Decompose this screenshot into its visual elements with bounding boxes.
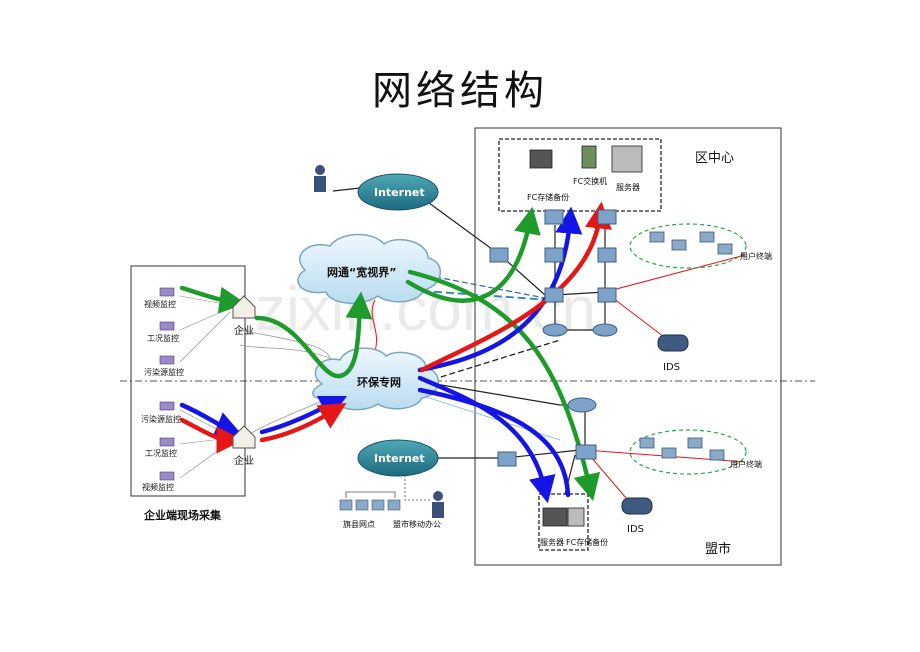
- label-league-server: 服务器: [540, 537, 564, 547]
- label-fc-storage: FC存储备份: [527, 192, 569, 202]
- label-user-terminal-bottom: 用户终端: [730, 459, 762, 469]
- label-ids-top: IDS: [663, 362, 680, 373]
- label-wide-net: 网通“宽视界”: [327, 265, 396, 279]
- cloud-wide-net: [297, 233, 441, 304]
- switch-icons: [489, 209, 618, 467]
- label-enterprise-2: 企业: [234, 454, 254, 467]
- county-pc-icons: [339, 499, 401, 511]
- label-env-net: 环保专网: [357, 375, 401, 389]
- label-district-server: 服务器: [616, 182, 640, 192]
- label-user-terminal-top: 用户终端: [740, 251, 772, 261]
- cloud-internet-bottom: [357, 439, 439, 477]
- pc-icons: [639, 231, 733, 461]
- person-icons: [314, 165, 444, 518]
- enterprise-box: [130, 265, 246, 497]
- server-icons: [529, 145, 643, 527]
- label-monitor-top-1: 视频监控: [144, 299, 176, 309]
- label-mobile-office: 盟市移动办公: [393, 519, 441, 529]
- page-title: 网络结构: [372, 68, 548, 114]
- label-internet-top: Internet: [374, 186, 425, 199]
- label-monitor-top-2: 工况监控: [147, 333, 179, 343]
- sensor-links: [179, 295, 231, 479]
- label-monitor-top-3: 污染源监控: [144, 367, 184, 377]
- region-box: [474, 127, 782, 566]
- label-enterprise-site: 企业端现场采集: [143, 508, 222, 522]
- user-terminal-group-top: [629, 223, 747, 269]
- cloud-internet-top: [357, 173, 439, 211]
- label-monitor-bottom-1: 污染源监控: [141, 414, 181, 424]
- label-enterprise-1: 企业: [234, 324, 254, 337]
- sensor-icons: [159, 287, 175, 481]
- ids-icons: [621, 334, 689, 515]
- data-flow-arrows: [179, 201, 612, 504]
- label-county-points: 旗县网点: [343, 519, 375, 529]
- label-league-fc-storage: FC存储备份: [566, 537, 608, 547]
- label-ids-bottom: IDS: [627, 524, 644, 535]
- label-monitor-bottom-3: 视频监控: [142, 482, 174, 492]
- house-icons: [232, 295, 256, 449]
- label-internet-bottom: Internet: [374, 452, 425, 465]
- label-monitor-bottom-2: 工况监控: [145, 448, 177, 458]
- user-terminal-group-bottom: [629, 429, 747, 475]
- label-fc-switch: FC交换机: [573, 176, 607, 186]
- label-district: 区中心: [695, 151, 734, 166]
- county-pc-bus: [345, 491, 396, 498]
- league-server-group: [538, 493, 589, 551]
- mobile-link: [404, 475, 430, 501]
- label-league-city: 盟市: [705, 541, 731, 557]
